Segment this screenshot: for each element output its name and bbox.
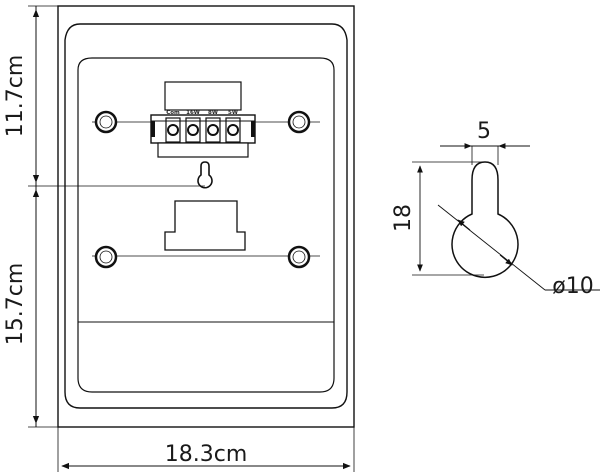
keyhole-detail [412,143,600,291]
terminal-screw-5w [225,117,241,143]
terminal-block [150,81,256,158]
width-label: 18.3cm [165,442,248,467]
top-height-label: 11.7cm [3,55,28,138]
terminal-screw-com [165,117,181,143]
outer-frame [57,5,355,428]
screw-hole-top-left [94,110,118,134]
terminal-label-8w: 8W [208,110,218,116]
keyhole-shape [451,161,519,279]
width-dimension [57,427,355,472]
keyhole-diameter-label: ø10 [552,274,593,299]
screw-hole-bottom-right [287,245,311,269]
panel-keyhole [197,161,213,189]
terminal-screw-16w [185,117,201,143]
terminal-label-com: Com [166,110,180,116]
screw-hole-top-right [287,110,311,134]
screw-hole-bottom-left [94,245,118,269]
terminal-label-5w: 5W [228,110,238,116]
height-dimensions [28,5,205,428]
speaker-back-view [57,5,355,428]
terminal-label-16w: 16W [186,110,200,116]
keyhole-width-label: 5 [477,119,491,144]
back-panel [77,57,335,393]
bottom-height-label: 15.7cm [3,263,28,346]
terminal-screw-8w [205,117,221,143]
handle-cutout [164,200,246,251]
mounting-holes [94,110,311,269]
cabinet-body [64,23,348,409]
keyhole-height-label: 18 [391,204,416,232]
